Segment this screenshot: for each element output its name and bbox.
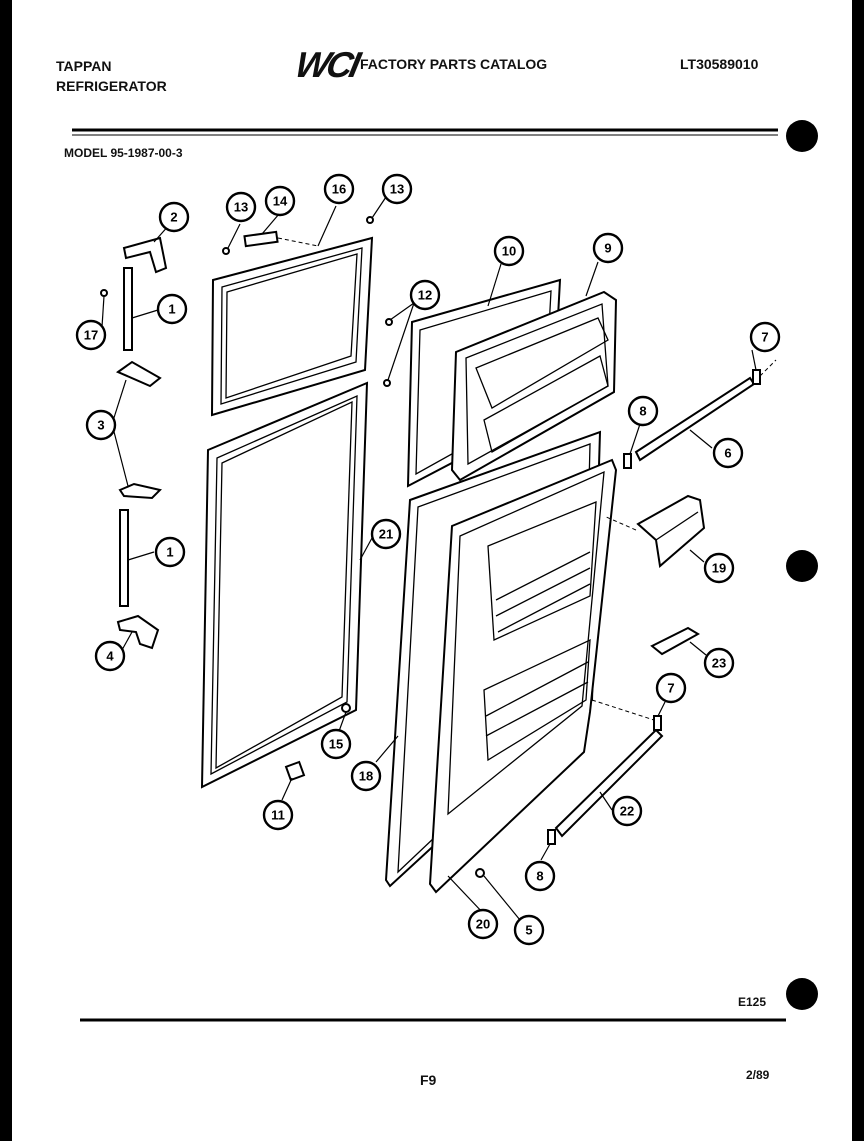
svg-text:8: 8 xyxy=(639,404,646,419)
hinge-pin-1-lower xyxy=(119,509,129,607)
callout-21: 21 xyxy=(370,518,402,550)
svg-text:7: 7 xyxy=(667,681,674,696)
svg-text:6: 6 xyxy=(724,446,731,461)
screw-17 xyxy=(100,289,108,297)
cap-7-lower xyxy=(653,715,662,731)
svg-text:5: 5 xyxy=(525,923,532,938)
hinge-pin-1-upper xyxy=(123,267,133,351)
callout-15: 15 xyxy=(320,728,352,760)
callout-19: 19 xyxy=(703,552,735,584)
callout-1-upper: 1 xyxy=(156,293,188,325)
callout-7-lower: 7 xyxy=(655,672,687,704)
callout-11: 11 xyxy=(262,799,294,831)
callout-5: 5 xyxy=(513,914,545,946)
svg-text:22: 22 xyxy=(620,804,634,819)
callout-23: 23 xyxy=(703,647,735,679)
callout-9: 9 xyxy=(592,232,624,264)
fresh-food-gasket xyxy=(200,381,369,789)
fresh-food-door-liner xyxy=(428,458,618,894)
callout-3: 3 xyxy=(85,409,117,441)
cap-7-upper xyxy=(752,369,761,385)
dairy-cover-19 xyxy=(636,494,706,568)
svg-text:9: 9 xyxy=(604,241,611,256)
part-14-strip xyxy=(243,230,279,248)
hinge-4 xyxy=(116,614,160,650)
shelf-bar-22 xyxy=(554,728,664,838)
svg-text:14: 14 xyxy=(273,194,288,209)
binder-hole-top xyxy=(786,120,818,152)
svg-text:16: 16 xyxy=(332,182,346,197)
callout-14: 14 xyxy=(264,185,296,217)
screw-5 xyxy=(475,868,485,878)
screw-13-left xyxy=(222,247,230,255)
model-number: MODEL 95-1987-00-3 xyxy=(64,146,183,160)
freezer-gasket xyxy=(210,236,374,417)
cap-8-lower xyxy=(547,829,556,845)
hinge-3-upper xyxy=(115,360,162,388)
svg-text:11: 11 xyxy=(271,808,285,823)
callout-20: 20 xyxy=(467,908,499,940)
callout-13-left: 13 xyxy=(225,191,257,223)
callout-4: 4 xyxy=(94,640,126,672)
figure-code: E125 xyxy=(738,995,767,1009)
hinge-3-lower xyxy=(118,482,162,500)
callout-22: 22 xyxy=(611,795,643,827)
svg-text:23: 23 xyxy=(712,656,726,671)
svg-text:13: 13 xyxy=(234,200,248,215)
catalog-title: FACTORY PARTS CATALOG xyxy=(360,56,548,72)
leader-lines xyxy=(101,193,757,921)
callout-8-lower: 8 xyxy=(524,860,556,892)
callout-7-upper: 7 xyxy=(749,321,781,353)
svg-text:17: 17 xyxy=(84,328,98,343)
svg-text:3: 3 xyxy=(97,418,104,433)
screw-12-upper xyxy=(385,318,393,326)
brand-name: TAPPAN xyxy=(56,58,112,74)
svg-text:1: 1 xyxy=(168,302,175,317)
svg-text:2: 2 xyxy=(170,210,177,225)
handle-23 xyxy=(650,626,700,656)
svg-text:21: 21 xyxy=(379,527,393,542)
svg-text:8: 8 xyxy=(536,869,543,884)
hinge-2 xyxy=(122,236,168,274)
svg-text:19: 19 xyxy=(712,561,726,576)
callout-8-upper: 8 xyxy=(627,395,659,427)
product-type: REFRIGERATOR xyxy=(56,78,167,94)
svg-text:15: 15 xyxy=(329,737,343,752)
part-11-bracket xyxy=(284,760,306,782)
screw-12-lower xyxy=(383,379,391,387)
catalog-number: LT30589010 xyxy=(680,56,759,72)
callout-13-right: 13 xyxy=(381,173,413,205)
callout-16: 16 xyxy=(323,173,355,205)
svg-text:4: 4 xyxy=(106,649,114,664)
callout-2: 2 xyxy=(158,201,190,233)
binder-hole-middle xyxy=(786,550,818,582)
svg-text:20: 20 xyxy=(476,917,490,932)
svg-text:18: 18 xyxy=(359,769,373,784)
part-15-plug xyxy=(341,703,351,713)
callout-6: 6 xyxy=(712,437,744,469)
svg-text:12: 12 xyxy=(418,288,432,303)
svg-text:7: 7 xyxy=(761,330,768,345)
binder-hole-bottom xyxy=(786,978,818,1010)
page-number: F9 xyxy=(420,1072,437,1088)
revision-date: 2/89 xyxy=(746,1068,770,1082)
screw-13-right xyxy=(366,216,374,224)
callout-12: 12 xyxy=(409,279,441,311)
freezer-door-liner xyxy=(450,290,618,482)
callout-10: 10 xyxy=(493,235,525,267)
svg-text:1: 1 xyxy=(166,545,173,560)
callout-1-lower: 1 xyxy=(154,536,186,568)
cap-8-upper xyxy=(623,453,632,469)
svg-text:13: 13 xyxy=(390,182,404,197)
callout-18: 18 xyxy=(350,760,382,792)
callout-17: 17 xyxy=(75,319,107,351)
svg-text:10: 10 xyxy=(502,244,516,259)
